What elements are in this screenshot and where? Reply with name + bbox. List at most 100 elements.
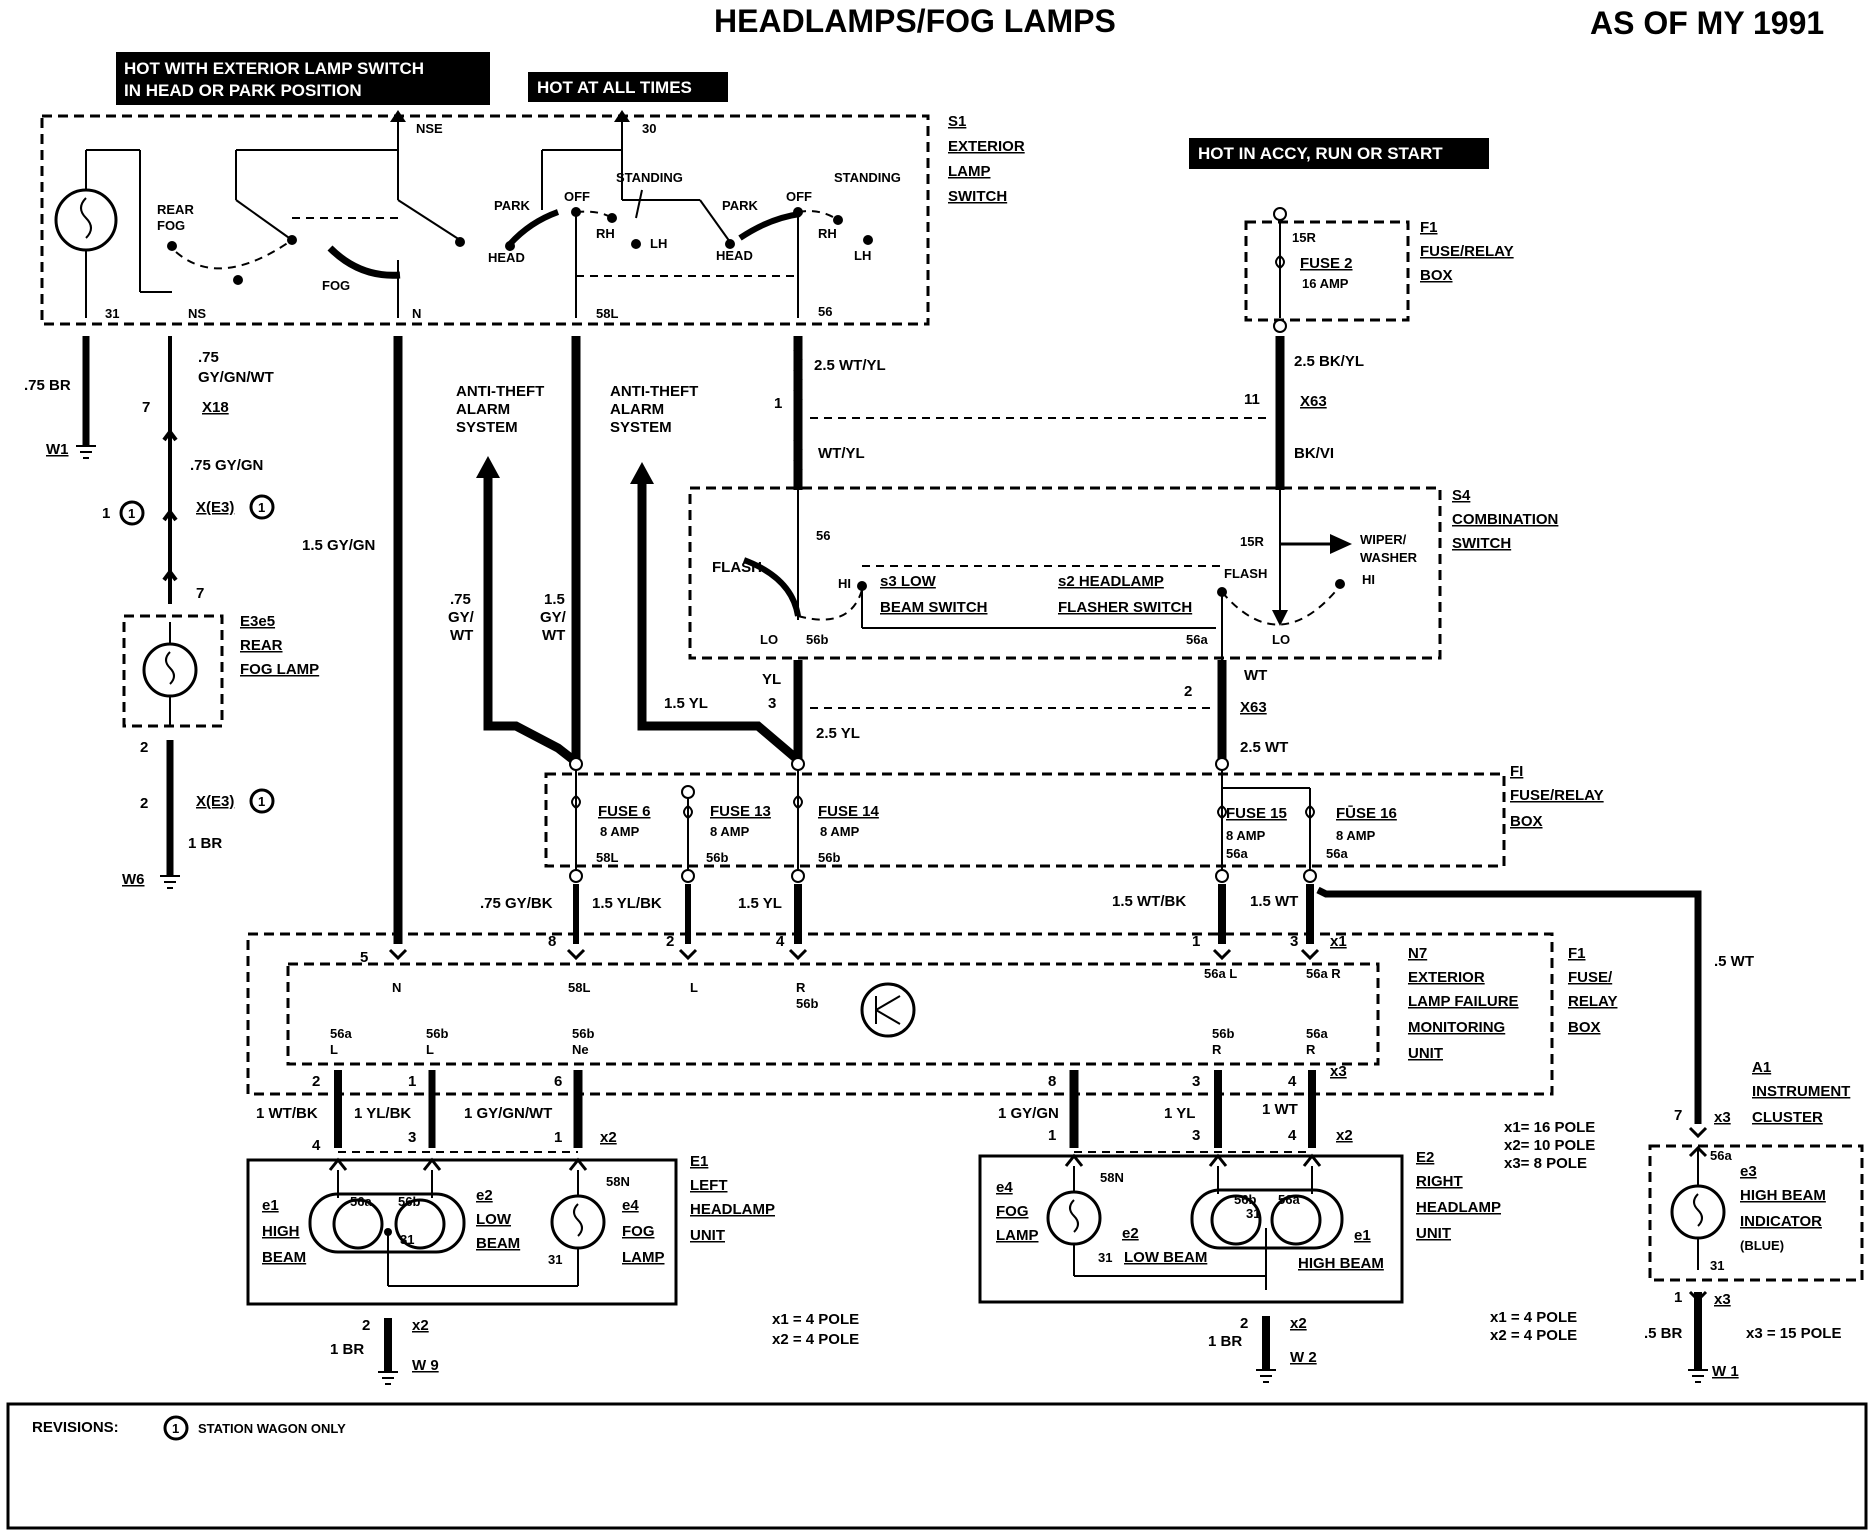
svg-text:x2= 10 POLE: x2= 10 POLE	[1504, 1137, 1595, 1154]
svg-text:56a: 56a	[1326, 846, 1348, 861]
wire-bk-yl: 2.5 BK/YL 11 X63 BK/VI	[1244, 336, 1364, 490]
svg-text:FUSE 15: FUSE 15	[1226, 805, 1287, 822]
svg-text:BOX: BOX	[1420, 267, 1453, 284]
s4-label: S4 COMBINATION SWITCH	[1452, 487, 1558, 552]
svg-text:56b: 56b	[796, 996, 818, 1011]
e2-label: E2 RIGHT HEADLAMP UNIT	[1416, 1149, 1501, 1242]
svg-text:HEAD: HEAD	[488, 250, 525, 265]
svg-text:GY/: GY/	[448, 609, 475, 626]
svg-text:BEAM SWITCH: BEAM SWITCH	[880, 599, 988, 616]
s4-internal: 56 FLASH HI LO 56b s3 LOW BEAM SWITCH s2…	[712, 490, 1418, 660]
svg-text:W 1: W 1	[1712, 1363, 1739, 1380]
svg-text:FUSE/RELAY: FUSE/RELAY	[1510, 787, 1604, 804]
s1-terminals: 31 NS N 58L 56	[105, 304, 832, 321]
svg-text:5: 5	[360, 949, 368, 966]
svg-text:R: R	[796, 980, 806, 995]
e2-ground-w2: 2 x2 1 BR W 2	[1208, 1315, 1317, 1383]
svg-text:ALARM: ALARM	[610, 401, 664, 418]
svg-text:1 WT/BK: 1 WT/BK	[256, 1105, 318, 1122]
svg-text:X63: X63	[1300, 393, 1327, 410]
svg-text:FŪSE 16: FŪSE 16	[1336, 805, 1397, 822]
svg-text:FOG: FOG	[622, 1223, 655, 1240]
s4-combination-switch-box	[688, 486, 1442, 660]
svg-text:EXTERIOR: EXTERIOR	[948, 138, 1025, 155]
svg-text:CLUSTER: CLUSTER	[1752, 1109, 1823, 1126]
svg-text:BK/VI: BK/VI	[1294, 445, 1334, 462]
model-year: AS OF MY 1991	[1590, 5, 1824, 41]
svg-text:FLASHER SWITCH: FLASHER SWITCH	[1058, 599, 1192, 616]
e2-right-headlamp-box	[978, 1154, 1404, 1304]
rear-fog-lamp-box	[122, 614, 224, 728]
svg-text:MONITORING: MONITORING	[1408, 1019, 1505, 1036]
svg-text:.75 GY/GN: .75 GY/GN	[190, 457, 263, 474]
svg-text:8: 8	[1048, 1073, 1056, 1090]
svg-text:x2: x2	[412, 1317, 429, 1334]
svg-text:PARK: PARK	[722, 198, 758, 213]
svg-text:31: 31	[1246, 1206, 1260, 1221]
svg-text:GY/: GY/	[540, 609, 567, 626]
svg-text:2: 2	[362, 1317, 370, 1334]
svg-text:NS: NS	[188, 306, 206, 321]
svg-text:FOG LAMP: FOG LAMP	[240, 661, 319, 678]
svg-text:1.5 YL: 1.5 YL	[738, 895, 782, 912]
svg-text:2.5 BK/YL: 2.5 BK/YL	[1294, 353, 1364, 370]
svg-text:31: 31	[1710, 1258, 1724, 1273]
wire-br-ground-w1: .75 BR W1	[24, 336, 96, 459]
svg-text:WT/YL: WT/YL	[818, 445, 865, 462]
n7-monitoring-unit-box	[286, 962, 1380, 1066]
svg-text:F1: F1	[1568, 945, 1586, 962]
wire-high-beam-wt: WT 2 X63 2.5 WT	[1184, 660, 1288, 771]
svg-text:E3e5: E3e5	[240, 613, 275, 630]
svg-text:STANDING: STANDING	[616, 170, 683, 185]
svg-text:N: N	[392, 980, 401, 995]
svg-text:RH: RH	[818, 226, 837, 241]
n7-label: N7 EXTERIOR LAMP FAILURE MONITORING UNIT…	[1408, 945, 1617, 1062]
svg-text:3: 3	[408, 1129, 416, 1146]
svg-text:STANDING: STANDING	[834, 170, 901, 185]
wires-n7-to-e2: 8 1 GY/GN 1 3 1 YL 3 4 x3 1 WT 4 x2	[998, 1063, 1353, 1153]
svg-text:FUSE/: FUSE/	[1568, 969, 1613, 986]
svg-text:58L: 58L	[568, 980, 590, 995]
svg-text:1.5 GY/GN: 1.5 GY/GN	[302, 537, 375, 554]
svg-text:1.5 YL/BK: 1.5 YL/BK	[592, 895, 662, 912]
svg-text:56a: 56a	[350, 1194, 372, 1209]
svg-text:RH: RH	[596, 226, 615, 241]
a1-ground-w1: 1 x3 .5 BR x3 = 15 POLE W 1	[1644, 1289, 1841, 1383]
revisions-box	[6, 1402, 1868, 1530]
svg-text:LAMP: LAMP	[622, 1249, 665, 1266]
n7-terminals: 58L L R 56b 56a L 56a R 56a L 56b L 56b …	[330, 966, 1341, 1057]
svg-text:A1: A1	[1752, 1059, 1771, 1076]
svg-text:W 2: W 2	[1290, 1349, 1317, 1366]
svg-text:2: 2	[140, 739, 148, 756]
svg-text:7: 7	[1674, 1107, 1682, 1124]
svg-text:56b: 56b	[572, 1026, 594, 1041]
svg-text:1 BR: 1 BR	[1208, 1333, 1242, 1350]
svg-text:1: 1	[258, 794, 265, 809]
svg-text:4: 4	[1288, 1127, 1297, 1144]
svg-text:x1: x1	[1330, 933, 1347, 950]
svg-text:WT: WT	[450, 627, 473, 644]
svg-text:F1: F1	[1420, 219, 1438, 236]
s1-label: S1 EXTERIOR LAMP SWITCH	[948, 113, 1025, 205]
a1-feed-pin: 7 x3	[1674, 1107, 1731, 1139]
svg-text:x3= 8 POLE: x3= 8 POLE	[1504, 1155, 1587, 1172]
svg-text:2.5 WT: 2.5 WT	[1240, 739, 1288, 756]
svg-text:SYSTEM: SYSTEM	[456, 419, 518, 436]
e1-left-headlamp-box	[246, 1158, 678, 1306]
wire-rear-fog-feed: .75 GY/GN/WT 7 X18 .75 GY/GN 1 1 X(E3) 1…	[102, 336, 275, 604]
svg-text:e3: e3	[1740, 1163, 1757, 1180]
a1-instrument-cluster-box	[1648, 1144, 1864, 1282]
svg-text:1: 1	[1192, 933, 1200, 950]
svg-text:56a: 56a	[1710, 1148, 1732, 1163]
e1-ground-w9: 2 x2 1 BR W 9	[330, 1317, 439, 1385]
svg-text:FUSE 14: FUSE 14	[818, 803, 880, 820]
e1-label: E1 LEFT HEADLAMP UNIT	[690, 1153, 775, 1244]
svg-text:COMBINATION: COMBINATION	[1452, 511, 1558, 528]
svg-text:e4: e4	[622, 1197, 639, 1214]
svg-text:2: 2	[312, 1073, 320, 1090]
svg-text:L: L	[690, 980, 698, 995]
svg-text:56a: 56a	[330, 1026, 352, 1041]
svg-text:4: 4	[1288, 1073, 1297, 1090]
fi-label: FI FUSE/RELAY BOX	[1510, 763, 1604, 830]
